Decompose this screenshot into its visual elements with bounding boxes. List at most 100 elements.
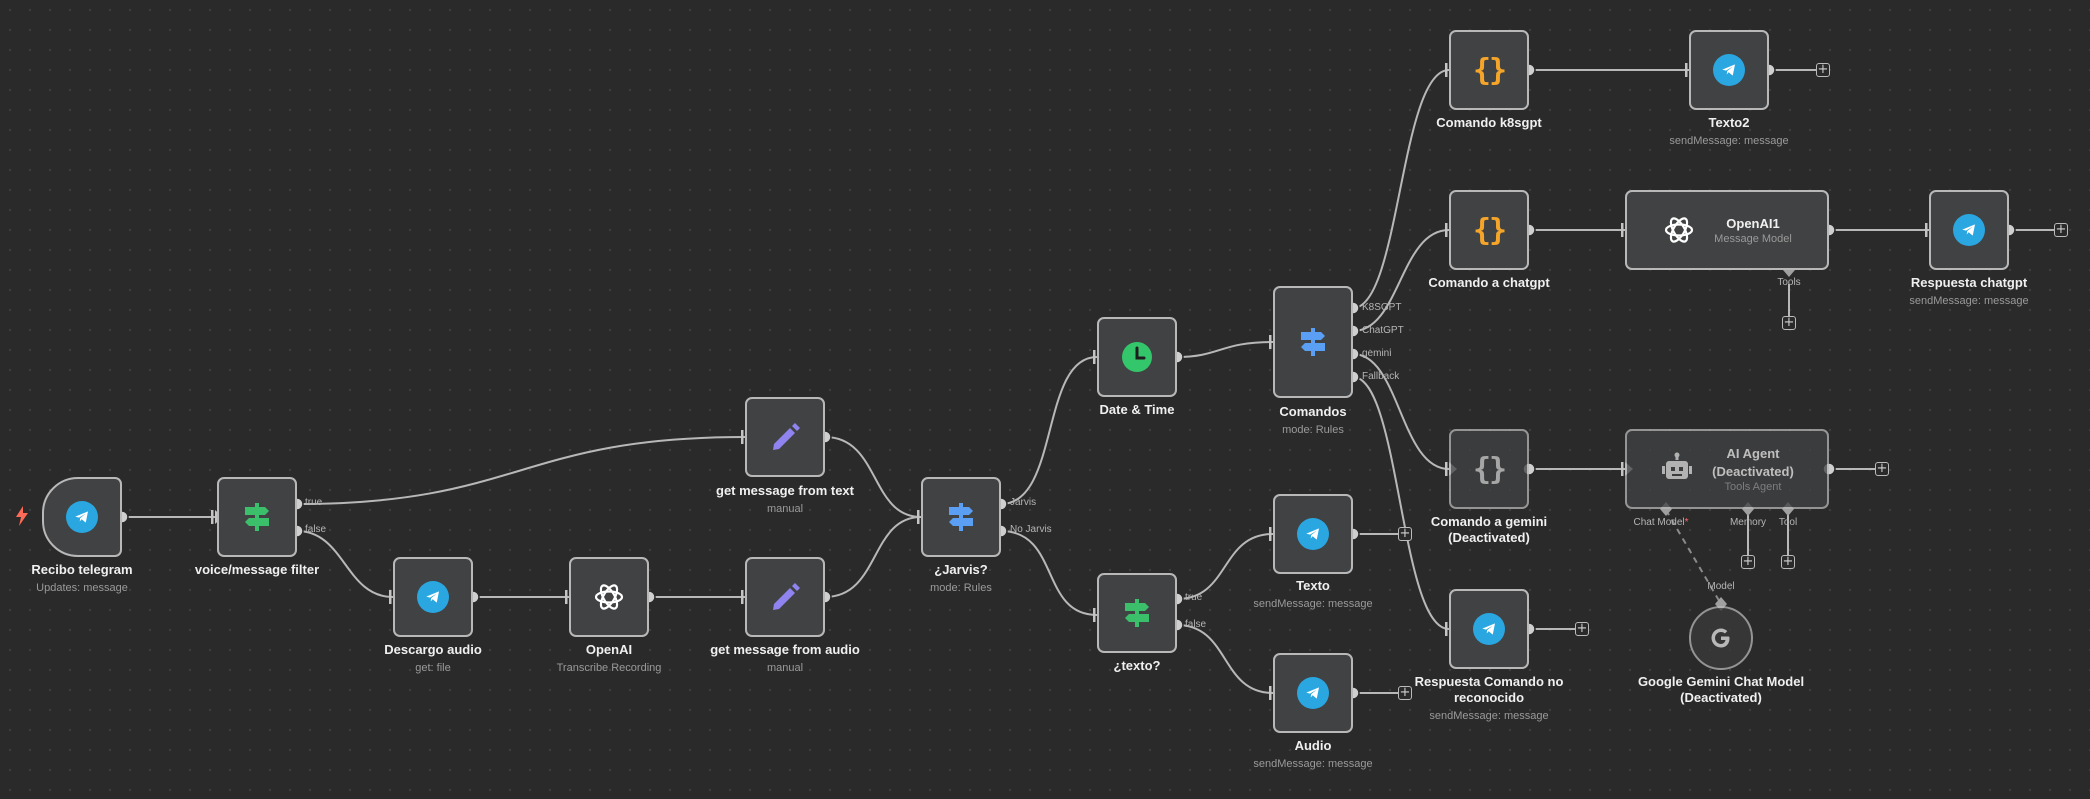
node-date-time-label: Date & Time [1037,402,1237,418]
node-title: Texto2 [1708,115,1750,130]
node-texto[interactable] [1273,494,1353,574]
telegram-icon [66,501,98,533]
required-marker: * [1684,517,1689,528]
telegram-icon [1297,677,1329,709]
node-date-time[interactable] [1097,317,1177,397]
node-title: ¿Jarvis? [934,562,988,577]
port-label-tools: Tools [1777,277,1801,288]
node-title: Respuesta chatgpt [1910,275,2028,290]
node-title: Recibo telegram [31,562,133,577]
node-get-message-from-audio[interactable] [745,557,825,637]
pencil-icon [768,420,802,454]
telegram-icon [1713,54,1745,86]
node-title: Respuesta Comando no reconocido [1414,674,1564,705]
add-node-button[interactable]: + [1398,685,1412,700]
node-texto2-label: Texto2 sendMessage: message [1629,115,1829,149]
node-descargo-audio-label: Descargo audio get: file [333,642,533,676]
node-jarvis-switch-label: ¿Jarvis? mode: Rules [861,562,1061,596]
port-label-no-jarvis: No Jarvis [1010,524,1052,535]
add-node-button[interactable]: + [1875,461,1889,476]
switch-icon [943,499,979,535]
add-memory-button[interactable]: + [1741,554,1755,569]
node-recibo-telegram-label: Recibo telegram Updates: message [0,562,182,596]
add-tool-button[interactable]: + [1782,315,1796,330]
node-subtitle: sendMessage: message [1429,710,1549,722]
port-label-model: Model [1707,581,1735,592]
node-title: Comando a chatgpt [1428,275,1550,290]
add-node-button[interactable]: + [1816,62,1830,77]
code-braces-icon: {} [1472,52,1507,88]
telegram-icon [1473,613,1505,645]
node-title: Descargo audio [384,642,482,657]
add-node-button[interactable]: + [1398,526,1412,541]
add-node-button[interactable]: + [1575,621,1589,636]
node-title: Date & Time [1099,402,1175,417]
node-openai[interactable] [569,557,649,637]
add-node-button[interactable]: + [2054,222,2068,237]
openai-icon [592,580,626,614]
node-respuesta-chatgpt-label: Respuesta chatgpt sendMessage: message [1869,275,2069,309]
node-audio[interactable] [1273,653,1353,733]
node-comando-gemini[interactable]: {} [1449,429,1529,509]
port-label-false: false [305,524,327,535]
node-subtitle: Updates: message [36,582,128,594]
node-title: OpenAI1 [1726,216,1780,231]
node-title: voice/message filter [194,562,320,577]
filter-signpost-icon [1119,595,1155,631]
port-label-fallback: Fallback [1362,371,1400,382]
node-ai-agent[interactable]: AI Agent (Deactivated) Tools Agent [1625,429,1829,509]
node-title: get message from audio [710,642,860,657]
node-title: ¿texto? [1113,658,1161,673]
node-openai1[interactable]: OpenAI1 Message Model [1625,190,1829,270]
trigger-bolt-icon [16,506,28,526]
port-label-k8sgpt: K8SGPT [1362,302,1402,313]
node-respuesta-chatgpt[interactable] [1929,190,2009,270]
node-recibo-telegram[interactable] [42,477,122,557]
node-comando-chatgpt[interactable]: {} [1449,190,1529,270]
port-label-jarvis: Jarvis [1010,497,1037,508]
node-respuesta-no-reconocido[interactable] [1449,589,1529,669]
node-subtitle: get: file [415,662,451,674]
node-subtitle: manual [766,503,804,515]
google-icon [1708,625,1734,651]
node-descargo-audio[interactable] [393,557,473,637]
node-voice-message-filter[interactable] [217,477,297,557]
node-texto2[interactable] [1689,30,1769,110]
node-subtitle: sendMessage: message [1253,598,1373,610]
node-title: OpenAI [585,642,633,657]
port-label-tool: Tool [1778,517,1798,528]
node-subtitle: mode: Rules [930,582,992,594]
node-comandos-switch-label: Comandos mode: Rules [1213,404,1413,438]
node-get-message-from-text[interactable] [745,397,825,477]
port-label-chat-model: Chat Model* [1633,517,1688,528]
telegram-icon [1297,518,1329,550]
node-title: Texto [1296,578,1330,593]
node-subtitle: Message Model [1714,233,1792,245]
clock-icon [1120,340,1154,374]
node-subtitle: Transcribe Recording [556,662,662,674]
node-jarvis-switch[interactable] [921,477,1001,557]
node-texto-label: Texto sendMessage: message [1213,578,1413,612]
node-audio-label: Audio sendMessage: message [1213,738,1413,772]
node-title: Comando a gemini [1430,514,1548,529]
node-title: get message from text [716,483,854,498]
switch-icon [1295,324,1331,360]
port-label-memory: Memory [1729,517,1767,528]
port-label-chatgpt: ChatGPT [1362,325,1404,336]
node-google-gemini-chat-model[interactable] [1689,606,1753,670]
node-comando-k8sgpt[interactable]: {} [1449,30,1529,110]
node-subtitle: Tools Agent [1724,481,1782,493]
node-deactivated-note: (Deactivated) [1448,530,1530,545]
node-comando-k8sgpt-label: Comando k8sgpt [1389,115,1589,131]
node-get-message-from-text-label: get message from text manual [685,483,885,517]
node-comandos-switch[interactable] [1273,286,1353,398]
node-respuesta-no-reconocido-label: Respuesta Comando no reconocido sendMess… [1384,674,1594,724]
node-openai-label: OpenAI Transcribe Recording [509,642,709,676]
node-title: Comandos [1279,404,1347,419]
node-texto-filter[interactable] [1097,573,1177,653]
add-tool-button[interactable]: + [1781,554,1795,569]
telegram-icon [1953,214,1985,246]
node-deactivated-note: (Deactivated) [1680,690,1762,705]
port-label-true: true [305,497,323,508]
